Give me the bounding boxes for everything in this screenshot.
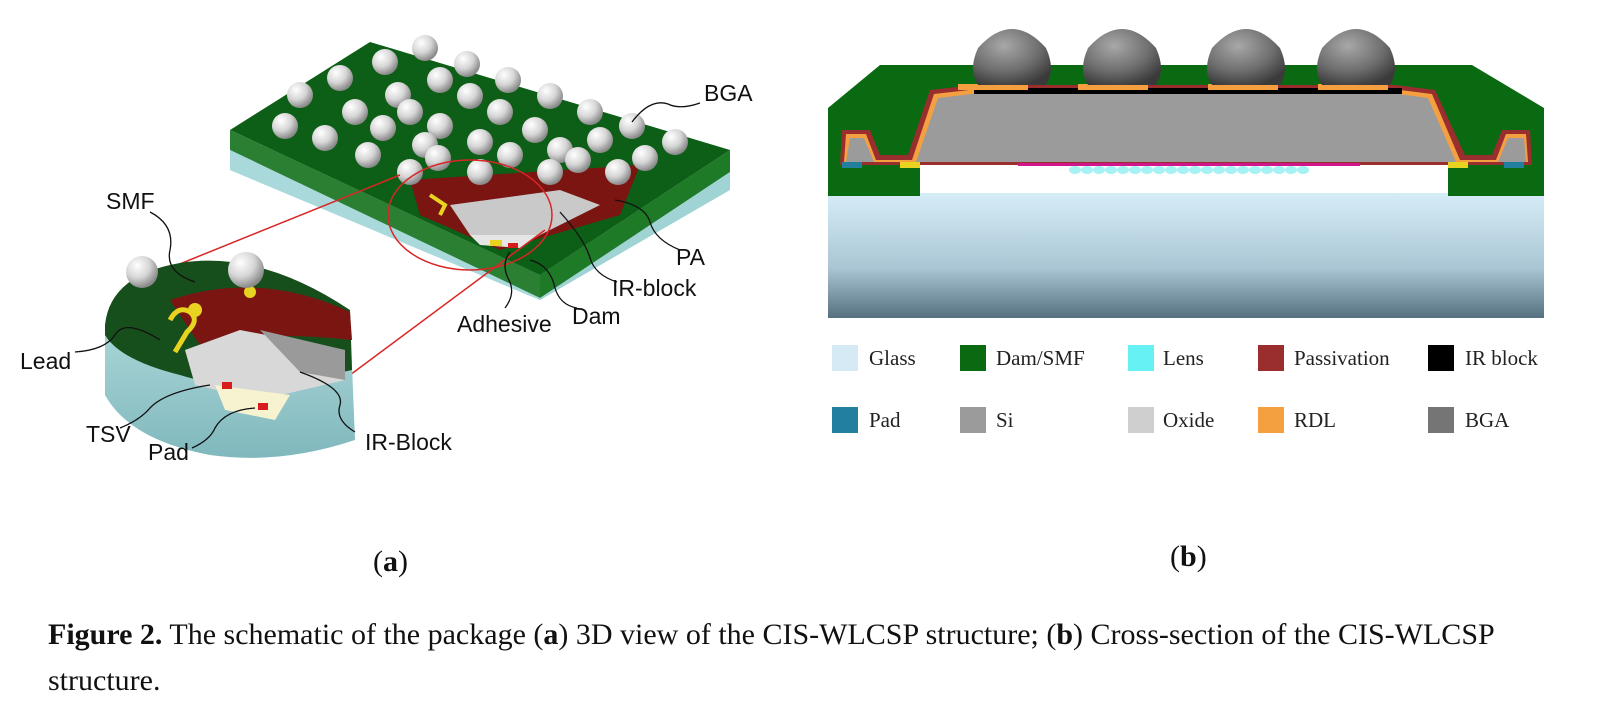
callout-ir-block-zoom: IR-Block (365, 429, 452, 455)
callout-pad: Pad (148, 439, 189, 465)
panel-label-b: (b) (1170, 540, 1207, 573)
callout-smf: SMF (106, 188, 155, 214)
legend-swatch (960, 407, 986, 433)
panel-a-illustration: BGA SMF PA IR-block Dam Adhesive Lead TS… (20, 35, 753, 465)
legend-swatch (1128, 407, 1154, 433)
package-3d-body (230, 42, 730, 300)
legend-swatch (832, 345, 858, 371)
leader-lines (74, 102, 701, 449)
legend-label: Lens (1163, 346, 1204, 370)
cross-section-diagram (828, 29, 1544, 318)
callout-lead: Lead (20, 348, 71, 374)
legend-label: Oxide (1163, 408, 1214, 432)
bga-balls-3d (272, 35, 688, 185)
legend-swatch (1258, 345, 1284, 371)
legend-swatch (832, 407, 858, 433)
legend-swatch (1258, 407, 1284, 433)
legend-label: Passivation (1294, 346, 1390, 370)
legend-label: RDL (1294, 408, 1336, 432)
figure-number: Figure 2. (48, 618, 163, 651)
callout-ir-block: IR-block (612, 275, 697, 301)
legend-swatch (1428, 345, 1454, 371)
callout-tsv: TSV (86, 421, 131, 447)
figure-caption: Figure 2. The schematic of the package (… (48, 618, 1494, 697)
legend-label: IR block (1465, 346, 1538, 370)
legend-swatch (1428, 407, 1454, 433)
legend-swatch (960, 345, 986, 371)
zoomed-section (105, 159, 553, 458)
legend-label: Pad (869, 408, 901, 432)
callout-adhesive: Adhesive (457, 311, 552, 337)
legend-swatch (1128, 345, 1154, 371)
callout-pa: PA (676, 244, 706, 270)
callout-bga: BGA (704, 80, 753, 106)
legend-label: Si (996, 408, 1014, 432)
legend-label: Dam/SMF (996, 346, 1085, 370)
callout-dam: Dam (572, 303, 621, 329)
panel-a-3d-view: BGA SMF PA IR-block Dam Adhesive Lead TS… (0, 0, 790, 520)
panel-label-a: (a) (373, 545, 408, 578)
legend-label: Glass (869, 346, 916, 370)
legend-label: BGA (1465, 408, 1510, 432)
